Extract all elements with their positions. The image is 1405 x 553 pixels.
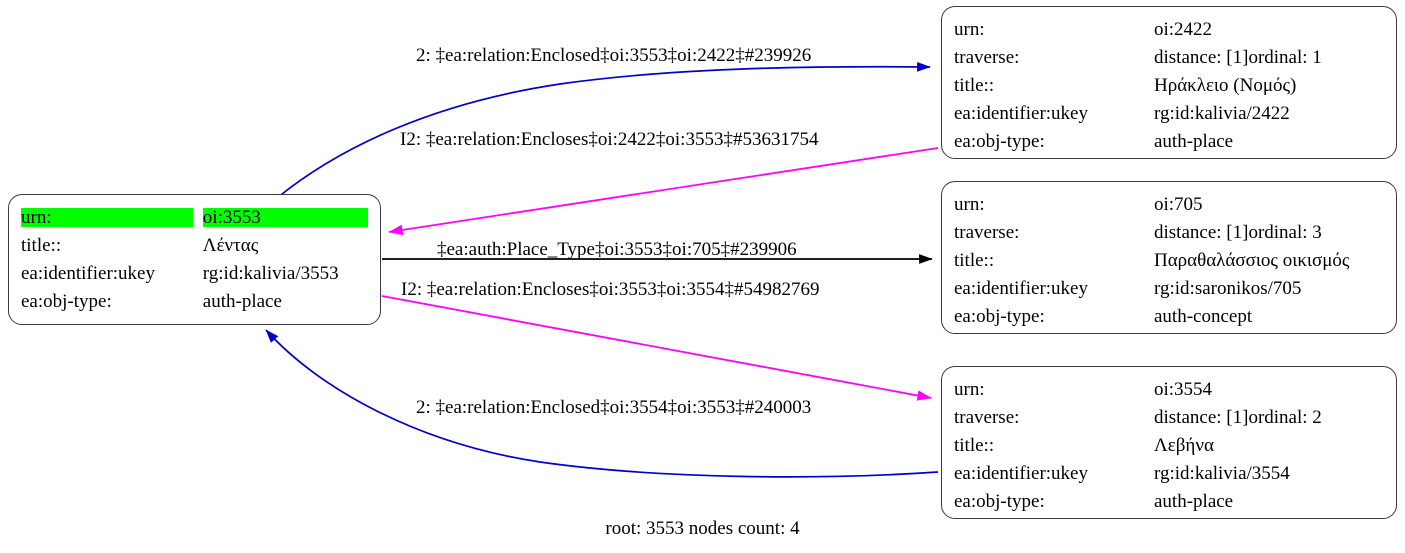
node-root-3553[interactable]: urn: oi:3553 title:: Λέντας ea:identifie… <box>8 194 381 325</box>
row-key: urn: <box>954 379 985 400</box>
traverse-distance: distance: [1] <box>1154 222 1249 243</box>
row-key: ea:obj-type: <box>954 306 1045 327</box>
row-value: rg:id:saronikos/705 <box>1154 278 1302 299</box>
graph-caption: root: 3553 nodes count: 4 <box>605 518 800 539</box>
table-row: title:: Λεβήνα <box>954 432 1384 460</box>
row-key: ea:identifier:ukey <box>21 263 155 284</box>
table-row: traverse: distance: [1]ordinal: 3 <box>954 219 1384 247</box>
row-key: urn: <box>21 204 203 232</box>
row-key: ea:identifier:ukey <box>954 463 1088 484</box>
traverse-distance: distance: [1] <box>1154 407 1249 428</box>
row-value: rg:id:kalivia/3554 <box>1154 463 1290 484</box>
table-row: title:: Ηράκλειο (Νομός) <box>954 72 1384 100</box>
node-3554[interactable]: urn: oi:3554 traverse: distance: [1]ordi… <box>941 366 1397 519</box>
edge-label-enclosed-2422: 2: ‡ea:relation:Enclosed‡oi:3553‡oi:2422… <box>416 45 812 66</box>
table-row: ea:identifier:ukey rg:id:saronikos/705 <box>954 275 1384 303</box>
table-row: ea:obj-type: auth-concept <box>954 303 1384 331</box>
edge-path-encloses-2422 <box>388 147 939 236</box>
node-2422-table: urn: oi:2422 traverse: distance: [1]ordi… <box>954 16 1384 156</box>
row-value: rg:id:kalivia/2422 <box>1154 103 1290 124</box>
edge-label-encloses-2422: I2: ‡ea:relation:Encloses‡oi:2422‡oi:355… <box>400 129 819 150</box>
row-value: oi:2422 <box>1154 19 1213 40</box>
row-key: title:: <box>21 235 62 256</box>
table-row: ea:obj-type: auth-place <box>21 288 368 316</box>
row-value: rg:id:kalivia/3553 <box>202 263 339 284</box>
row-value: Ηράκλειο (Νομός) <box>1154 75 1297 96</box>
edge-label-enclosed-3553: 2: ‡ea:relation:Enclosed‡oi:3554‡oi:3553… <box>416 397 812 418</box>
node-3554-table: urn: oi:3554 traverse: distance: [1]ordi… <box>954 376 1384 516</box>
node-2422[interactable]: urn: oi:2422 traverse: distance: [1]ordi… <box>941 6 1397 159</box>
row-key: traverse: <box>954 47 1020 68</box>
edge-label-place-type-705: ‡ea:auth:Place_Type‡oi:3553‡oi:705‡#2399… <box>437 239 797 260</box>
node-705[interactable]: urn: oi:705 traverse: distance: [1]ordin… <box>941 181 1397 334</box>
row-value-label: oi:3553 <box>202 208 368 227</box>
table-row: title:: Λέντας <box>21 232 368 260</box>
table-row: traverse: distance: [1]ordinal: 1 <box>954 44 1384 72</box>
row-value: auth-place <box>1154 131 1234 152</box>
row-key: traverse: <box>954 407 1020 428</box>
table-row: ea:obj-type: auth-place <box>954 128 1384 156</box>
edge-path-encloses-3554 <box>381 295 932 401</box>
row-value: auth-place <box>202 291 282 312</box>
row-value: Λέντας <box>202 235 259 256</box>
row-value: oi:3554 <box>1154 379 1213 400</box>
table-row: urn: oi:2422 <box>954 16 1384 44</box>
row-value: distance: [1]ordinal: 1 <box>1154 44 1384 72</box>
traverse-ordinal: ordinal: 3 <box>1248 222 1322 243</box>
row-key: ea:identifier:ukey <box>954 103 1088 124</box>
row-value: auth-place <box>1154 491 1234 512</box>
row-value: auth-concept <box>1154 306 1253 327</box>
table-row: urn: oi:3553 <box>21 204 368 232</box>
table-row: ea:obj-type: auth-place <box>954 488 1384 516</box>
node-705-table: urn: oi:705 traverse: distance: [1]ordin… <box>954 191 1384 331</box>
row-key: ea:obj-type: <box>954 131 1045 152</box>
row-key-label: urn: <box>21 208 193 227</box>
row-value: oi:705 <box>1154 194 1203 215</box>
table-row: urn: oi:705 <box>954 191 1384 219</box>
traverse-distance: distance: [1] <box>1154 47 1249 68</box>
node-root-table: urn: oi:3553 title:: Λέντας ea:identifie… <box>21 204 368 316</box>
table-row: traverse: distance: [1]ordinal: 2 <box>954 404 1384 432</box>
row-key: ea:obj-type: <box>21 291 112 312</box>
row-value: Λεβήνα <box>1154 435 1214 456</box>
table-row: urn: oi:3554 <box>954 376 1384 404</box>
row-key: urn: <box>954 19 985 40</box>
edge-label-encloses-3554: I2: ‡ea:relation:Encloses‡oi:3553‡oi:355… <box>401 279 820 300</box>
row-key: title:: <box>954 250 995 271</box>
table-row: title:: Παραθαλάσσιος οικισμός <box>954 247 1384 275</box>
row-value: distance: [1]ordinal: 2 <box>1154 404 1384 432</box>
table-row: ea:identifier:ukey rg:id:kalivia/2422 <box>954 100 1384 128</box>
row-key: title:: <box>954 75 995 96</box>
row-key: traverse: <box>954 222 1020 243</box>
table-row: ea:identifier:ukey rg:id:kalivia/3553 <box>21 260 368 288</box>
row-value: distance: [1]ordinal: 3 <box>1154 219 1384 247</box>
table-row: ea:identifier:ukey rg:id:kalivia/3554 <box>954 460 1384 488</box>
row-key: title:: <box>954 435 995 456</box>
row-value: oi:3553 <box>202 204 368 232</box>
traverse-ordinal: ordinal: 1 <box>1248 47 1322 68</box>
row-key: ea:identifier:ukey <box>954 278 1088 299</box>
row-key: ea:obj-type: <box>954 491 1045 512</box>
row-value: Παραθαλάσσιος οικισμός <box>1154 250 1350 271</box>
row-key: urn: <box>954 194 985 215</box>
traverse-ordinal: ordinal: 2 <box>1248 407 1322 428</box>
